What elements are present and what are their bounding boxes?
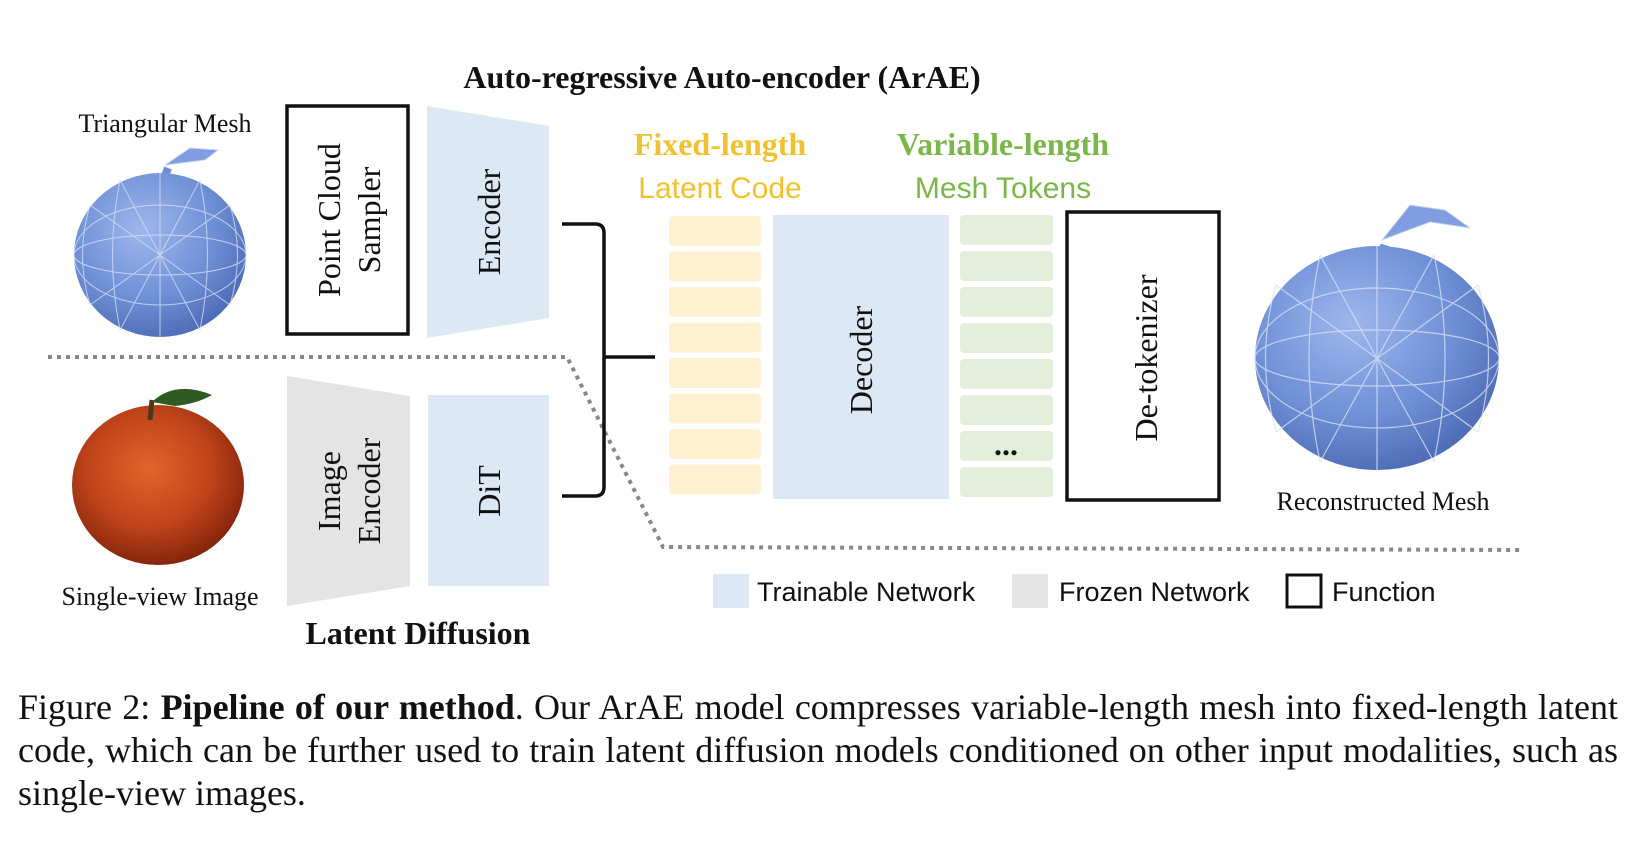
legend-swatch-frozen — [1012, 574, 1048, 608]
mesh-token-5 — [960, 359, 1053, 389]
image-encoder-line1: Image — [311, 451, 347, 531]
mesh-tokens — [960, 215, 1053, 425]
input-mesh-label: Triangular Mesh — [78, 109, 251, 138]
arae-title: Auto-regressive Auto-encoder (ArAE) — [463, 59, 980, 95]
dit-block — [428, 395, 549, 586]
latent-code-token-6 — [669, 393, 761, 424]
merge-bracket — [562, 222, 655, 498]
latent-code-token-5 — [669, 358, 761, 388]
latent-code-token-8 — [669, 464, 761, 495]
latent-code-token-3 — [669, 287, 761, 317]
encoder-block — [427, 106, 549, 338]
mesh-token-4 — [960, 323, 1053, 353]
latent-code-token-2 — [669, 251, 761, 282]
figure-caption: Figure 2: Pipeline of our method. Our Ar… — [18, 686, 1618, 815]
legend-swatch-function — [1285, 573, 1323, 609]
separator-dotted-line — [48, 355, 1523, 552]
variable-length-heading: Variable-length — [897, 126, 1109, 162]
input-image-label: Single-view Image — [61, 582, 258, 611]
image-encoder-block — [287, 376, 410, 606]
mesh-token-ellipsis-box — [960, 431, 1053, 461]
legend-swatch-trainable — [713, 574, 749, 608]
mesh-token-1 — [960, 215, 1053, 245]
image-encoder-line2: Encoder — [351, 437, 387, 544]
legend-label-frozen: Frozen Network — [1059, 577, 1250, 607]
fixed-length-heading: Fixed-length — [634, 126, 807, 162]
point-cloud-sampler-line1: Point Cloud — [311, 143, 347, 297]
legend-label-trainable: Trainable Network — [757, 577, 976, 607]
mesh-token-2 — [960, 251, 1053, 281]
input-image-apple-icon — [72, 388, 244, 565]
latent-diffusion-label: Latent Diffusion — [306, 615, 531, 651]
reconstructed-mesh-label: Reconstructed Mesh — [1276, 487, 1489, 516]
legend: Trainable Network Frozen Network Functio… — [713, 573, 1436, 609]
mesh-token-last — [960, 467, 1053, 497]
latent-code-token-4 — [669, 322, 761, 353]
mesh-token-3 — [960, 287, 1053, 317]
latent-code-token-1 — [669, 216, 761, 246]
point-cloud-sampler-line2: Sampler — [351, 166, 387, 273]
legend-label-function: Function — [1332, 577, 1436, 607]
caption-bold-title: Pipeline of our method — [160, 687, 515, 727]
caption-body: . Our ArAE model compresses variable-len… — [18, 687, 1618, 813]
detokenizer-box — [1065, 210, 1221, 502]
point-cloud-sampler-box — [285, 104, 410, 336]
latent-code-tokens — [669, 216, 761, 495]
caption-prefix: Figure 2: — [18, 687, 161, 727]
fixed-length-subheading: Latent Code — [638, 172, 801, 205]
input-mesh-apple-icon — [73, 147, 247, 337]
latent-code-token-7 — [669, 429, 761, 459]
pipeline-diagram: Auto-regressive Auto-encoder (ArAE) Tria… — [48, 59, 1523, 651]
encoder-label: Encoder — [471, 168, 507, 275]
detokenizer-label: De-tokenizer — [1128, 274, 1164, 441]
decoder-block — [773, 215, 949, 499]
mesh-token-6 — [960, 395, 1053, 425]
dit-label: DiT — [471, 465, 507, 517]
mesh-token-ellipsis: ... — [994, 426, 1018, 462]
reconstructed-mesh-apple-icon — [1254, 204, 1500, 470]
decoder-label: Decoder — [843, 305, 879, 414]
variable-length-subheading: Mesh Tokens — [915, 172, 1091, 205]
